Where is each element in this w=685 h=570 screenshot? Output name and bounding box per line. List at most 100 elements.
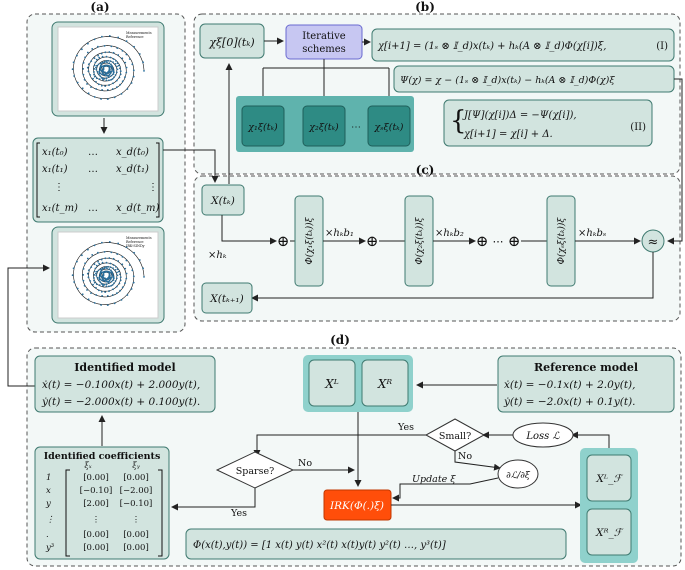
gradient-node: ∂ℒ/∂ξ [497,459,539,489]
bottom-plot-measurement-point [104,291,107,293]
bottom-plot-measurement-point [110,280,113,283]
top-plot-measurement-point [90,60,93,62]
coeff-cell-r3-c1: ⋮ [92,515,101,525]
data-matrix-box: x₁(t₀) … x_d(t₀) x₁(t₁) … x_d(t₁) ⋮ ⋮ x₁… [32,137,164,223]
bottom-plot-measurement-point [125,259,128,262]
gradient-label: ∂ℒ/∂ξ [506,471,531,481]
top-plot-measurement-point [108,62,111,65]
bottom-plot-measurement-point [132,275,135,278]
coeff-cell-r0-c1: [0.00] [83,473,109,483]
top-plot-measurement-point [99,68,102,70]
top-plot-measurement-point [87,63,90,66]
bottom-plot-measurement-point [119,279,122,282]
bottom-plot-measurement-point [83,284,86,287]
xtk-box: X(tₖ) [201,184,245,216]
top-plot-measurement-point [103,45,106,47]
top-plot-measurement-point [76,54,78,57]
top-plot-measurement-point [98,78,101,81]
bottom-plot-measurement-point [125,272,128,275]
top-plot-measurement-point [143,70,145,72]
bottom-plot-measurement-point [96,276,99,279]
bottom-plot-measurement-point [121,255,124,258]
top-plot-measurement-point [83,78,86,81]
arrow-xf-to-loss [571,431,610,448]
bottom-plot-measurement-point [95,283,98,286]
bottom-legend-irk: IRK-SINDy [126,244,145,248]
bottom-plot-measurement-point [110,276,113,279]
plus-3: ⊕ [476,232,489,250]
top-plot-measurement-point [106,61,108,64]
top-plot-measurement-point [108,51,111,53]
top-plot-measurement-point [113,76,115,79]
eq2-brace: { [450,106,467,136]
top-plot-measurement-point [95,80,97,83]
bottom-plot-measurement-point [84,262,86,265]
bottom-plot-measurement-point [131,269,134,272]
matrix-r2c0: ⋮ [54,182,64,193]
top-plot-measurement-point [101,77,104,80]
top-plot-measurement-point [130,82,133,84]
matrix-r1c2: x_d(t₁) [116,164,149,175]
no-label-1: No [458,451,472,462]
top-plot-measurement-point [95,88,98,90]
bottom-plot-measurement-point [111,274,114,277]
bottom-plot-measurement-point [124,267,127,270]
bottom-plot-measurement-point [111,294,114,296]
bottom-plot-measurement-point [72,267,75,270]
library-box: Φ(x(t),y(t)) = [1 x(t) y(t) x²(t) x(t)y(… [185,528,567,560]
top-legend-measurements: Measurements [126,31,152,35]
bottom-plot-measurement-point [87,248,89,251]
top-plot-measurement-point [87,42,89,45]
weight-s: ×hₖbₛ [578,228,606,239]
top-plot-measurement-point [108,73,111,76]
bottom-plot-measurement-point [100,290,103,293]
eq-psi-text: Ψ(χ) = χ − (1ₛ ⊗ 𝕀_d)x(tₖ) − hₖ(A ⊗ 𝕀_d)… [400,75,615,86]
bottom-plot-measurement-point [119,273,121,276]
bottom-plot-measurement-point [133,251,136,254]
top-plot-measurement-point [112,82,114,85]
bottom-plot-measurement-point [82,279,85,282]
top-plot-measurement-point [107,65,110,67]
bottom-plot-measurement-point [112,288,114,291]
top-plot-measurement-point [101,62,104,64]
bottom-plot-measurement-point [105,261,108,264]
bottom-plot-measurement-point [99,274,102,276]
top-plot-measurement-point [100,52,103,55]
yes-label-2: Yes [230,508,247,519]
top-plot-measurement-point [97,63,100,66]
coeff-header-x: ξₓ [84,461,91,470]
top-plot-measurement-point [133,45,136,48]
coeff-header-y: ξᵧ [132,461,139,470]
coeff-cell-r4-c1: [0.00] [83,530,109,540]
bottom-plot-measurement-point [102,276,105,279]
bottom-plot-measurement-point [105,285,108,288]
bottom-plot-measurement-point [110,269,112,272]
top-plot-measurement-point [105,79,108,82]
xtk1-box: X(tₖ₊₁) [201,282,253,314]
top-plot-measurement-point [126,88,129,90]
top-plot-measurement-point [106,64,108,67]
top-plot-measurement-point [128,58,131,60]
bottom-plot-measurement-point [73,281,75,283]
coeff-cell-r3-c0: ⋮ [46,515,55,525]
top-plot-measurement-point [87,92,90,95]
coeff-cell-r5-c2: [0.00] [123,543,149,553]
bottom-plot-measurement-point [90,266,93,268]
phi-box-2: Φ(χ₂ξ(tₖ))ξ [404,195,434,287]
bottom-plot-measurement-point [89,280,92,282]
top-plot-measurement-point [73,75,75,77]
bottom-plot-measurement-point [100,304,102,306]
top-spiral-plot: Measurements Reference [51,21,165,117]
panel-label-c: (c) [416,163,435,177]
coeff-cell-r5-c0: y³ [45,543,55,553]
top-plot-measurement-point [114,74,117,76]
phi-box-s: Φ(χₛξ(tₖ))ξ [546,195,576,287]
top-plot-measurement-point [95,68,98,71]
bottom-plot-measurement-point [108,290,110,293]
top-plot-measurement-point [100,98,102,100]
top-plot-measurement-point [116,68,119,71]
panel-label-a: (a) [90,0,109,14]
eq1-text: χ[i+1] = (1ₛ ⊗ 𝕀_d)x(tₖ) + hₖ(A ⊗ 𝕀_d)Φ(… [377,41,606,52]
top-plot-measurement-point [107,71,109,73]
top-plot-measurement-point [104,51,107,54]
